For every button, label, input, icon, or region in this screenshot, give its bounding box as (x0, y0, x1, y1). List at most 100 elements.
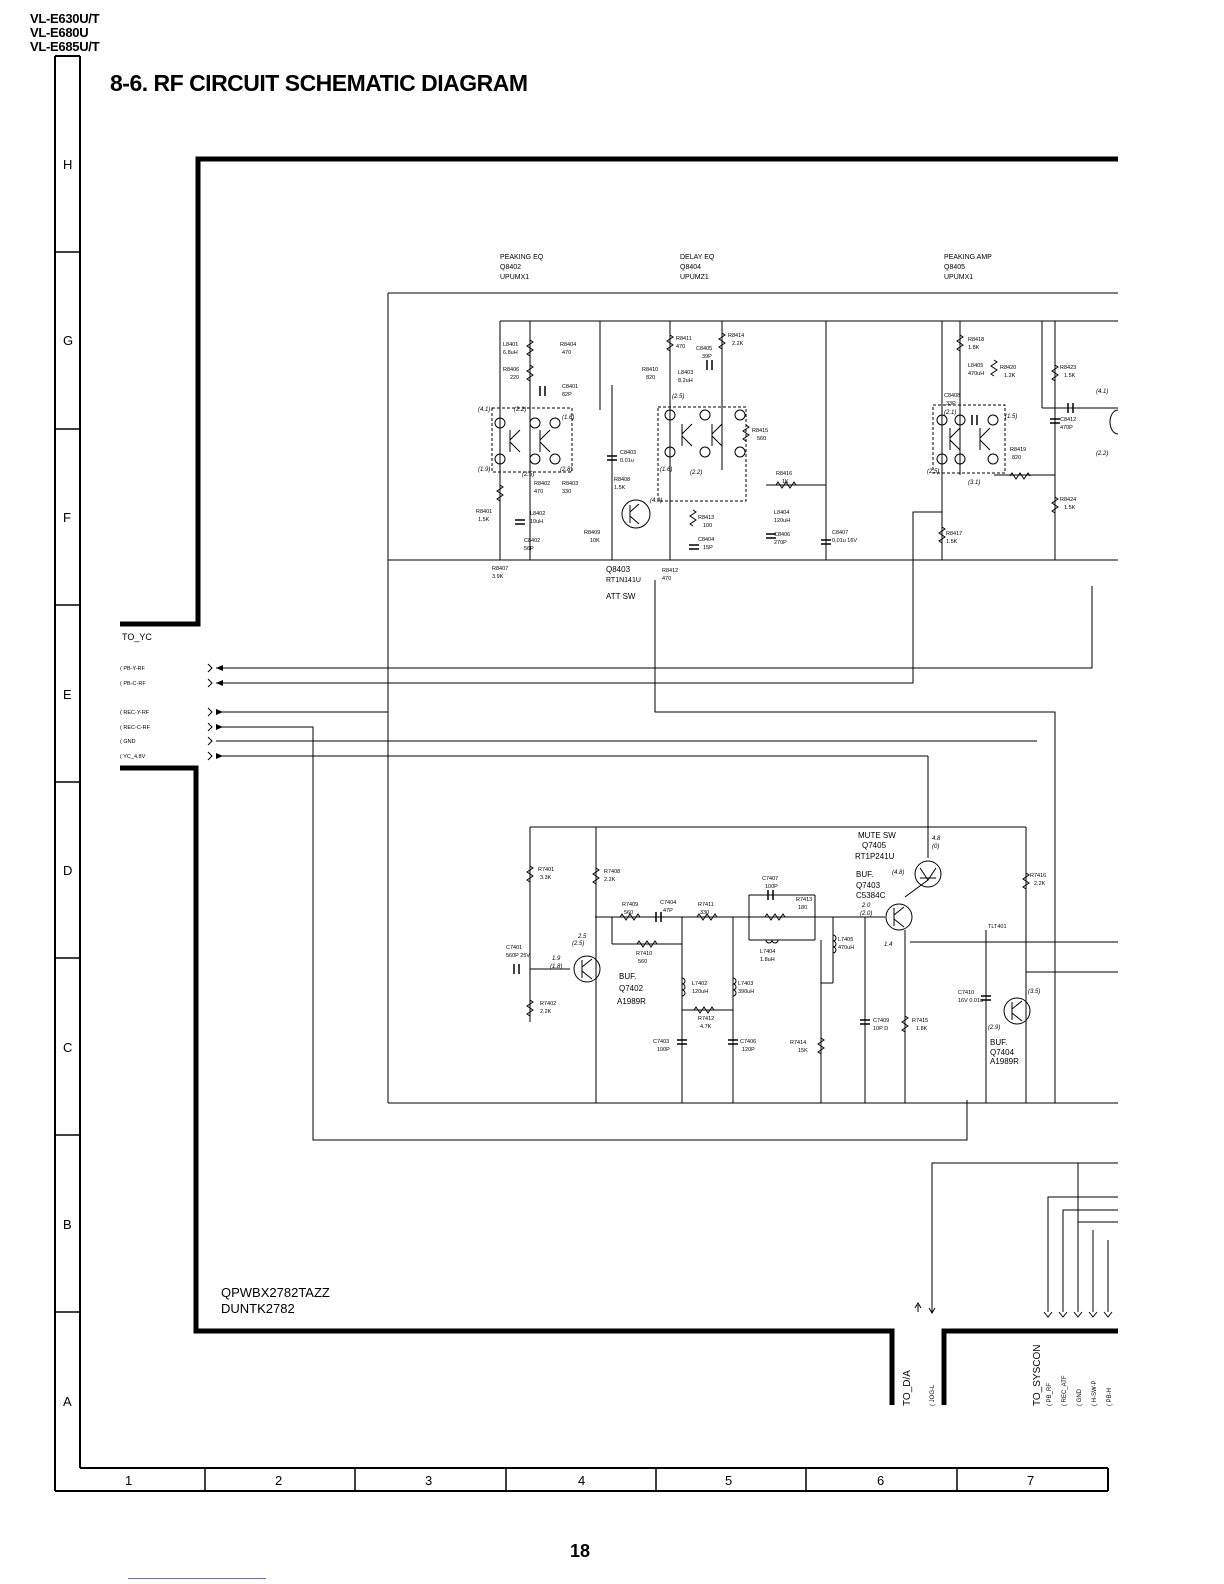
pin-rec-y-rf: ( REC-Y-RF (120, 710, 150, 716)
comp-val: 3.3K (540, 875, 552, 881)
comp-val: 2.2K (1034, 881, 1046, 887)
voltage-label: (2.2) (690, 470, 702, 476)
voltage-label: (2.5) (672, 394, 684, 400)
row-label-h: H (63, 157, 72, 172)
comp-val: 1.5K (1064, 505, 1076, 511)
comp-ref: R8402 (534, 481, 550, 487)
comp-ref: L8402 (530, 511, 545, 517)
syscon-pin-pb-rf: ( PB_RF (1047, 1383, 1053, 1406)
comp-ref: R7402 (540, 1001, 556, 1007)
voltage-label: (2.2) (514, 407, 526, 413)
comp-ref: R7412 (698, 1016, 714, 1022)
voltage-label: (4.1) (1096, 389, 1108, 395)
row-label-f: F (63, 510, 71, 525)
comp-ref: C7404 (660, 900, 676, 906)
upper-circuit (387, 292, 1119, 1103)
voltage-label: (2.2) (1096, 451, 1108, 457)
comp-val: 120uH (774, 518, 790, 524)
comp-val: 470 (562, 350, 571, 356)
block-peaking-eq-part: UPUMX1 (500, 274, 529, 281)
comp-ref: R8424 (1060, 497, 1076, 503)
comp-val: 100 (703, 523, 712, 529)
comp-val: 1.5K (946, 539, 958, 545)
voltage-label: (1.6) (660, 467, 672, 473)
comp-val: 2.2K (540, 1009, 552, 1015)
board-part-number: QPWBX2782TAZZ (221, 1285, 330, 1300)
comp-val: 470uH (838, 945, 854, 951)
col-label-1: 1 (125, 1473, 132, 1488)
row-dividers (55, 251, 80, 1313)
comp-val: 10uH (530, 519, 543, 525)
comp-ref: C8402 (524, 538, 540, 544)
comp-ref: R8403 (562, 481, 578, 487)
block-peaking-amp-part: UPUMX1 (944, 274, 973, 281)
comp-ref: C8407 (832, 530, 848, 536)
connector-to-yc: TO_YC ( PB-Y-RF ( PB-C-RF ( REC-Y-RF ( R… (120, 511, 1093, 1141)
comp-ref: R7409 (622, 902, 638, 908)
voltage-label: (2.0) (860, 911, 872, 917)
comp-val: 4.7K (700, 1024, 712, 1030)
comp-ref: R7401 (538, 867, 554, 873)
comp-val: 100P (765, 884, 778, 890)
model-1: VL-E630U/T (30, 11, 100, 26)
row-label-g: G (63, 333, 73, 348)
comp-val: 2.2K (604, 877, 616, 883)
comp-val: 10K (590, 538, 600, 544)
comp-ref: R8418 (968, 337, 984, 343)
voltage-label: (2.1) (944, 410, 956, 416)
comp-val: 1.8K (968, 345, 980, 351)
pin-gnd: ( GND (120, 739, 136, 745)
comp-val: 0.01u 16V (832, 538, 857, 544)
voltage-label: (4.1) (478, 407, 490, 413)
page-number: 18 (570, 1541, 591, 1561)
comp-val: 220 (510, 375, 519, 381)
comp-val: 560P 25V (506, 953, 530, 959)
comp-ref: R8416 (776, 471, 792, 477)
transistor-q7403 (885, 903, 913, 931)
comp-ref: C7407 (762, 876, 778, 882)
board-unit-number: DUNTK2782 (221, 1301, 295, 1316)
comp-ref: R8411 (676, 336, 692, 342)
comp-ref: R8414 (728, 333, 744, 339)
comp-ref: R8417 (946, 531, 962, 537)
comp-ref: R7415 (912, 1018, 928, 1024)
comp-val: 1.5K (1064, 373, 1076, 379)
syscon-pin-pb-h: ( PB-H (1107, 1388, 1113, 1406)
comp-val: 560 (624, 910, 633, 916)
comp-val: 820 (1012, 455, 1021, 461)
to-syscon-label: TO_SYSCON (1032, 1345, 1043, 1407)
voltage-label: (4.8) (892, 870, 904, 876)
q7403-ref: Q7403 (856, 881, 881, 890)
pin-pb-c-rf: ( PB-C-RF (120, 681, 146, 687)
q7402-part: A1989R (617, 997, 646, 1006)
comp-val: 120P (742, 1047, 755, 1053)
comp-val: 39P (702, 354, 712, 360)
comp-ref: R8401 (476, 509, 492, 515)
block-peaking-eq-ref: Q8402 (500, 264, 521, 271)
voltage-label: 2.5 (577, 934, 587, 940)
voltage-label: (2.5) (572, 941, 584, 947)
voltage-label: 1.9 (552, 956, 561, 962)
row-label-a: A (63, 1394, 72, 1409)
comp-val: 100P (657, 1047, 670, 1053)
comp-ref: R8420 (1000, 365, 1016, 371)
comp-val: 560 (757, 436, 766, 442)
comp-ref: R7414 (790, 1040, 806, 1046)
q8403-func: ATT SW (606, 592, 636, 601)
comp-val: 15P (703, 545, 713, 551)
comp-val: 3.9K (492, 574, 504, 580)
pin-yc-4-8v: ( YC_4.8V (120, 754, 146, 760)
comp-ref: R8412 (662, 568, 678, 574)
voltage-label: (1.8) (550, 964, 562, 970)
block-peaking-eq-name: PEAKING EQ (500, 254, 544, 261)
comp-ref: C7409 (873, 1018, 889, 1024)
comp-ref: C8408 (944, 393, 960, 399)
comp-ref: R7410 (636, 951, 652, 957)
comp-val: 33P (946, 401, 956, 407)
voltage-label: (3.5) (1028, 989, 1040, 995)
comp-ref: L8401 (503, 342, 518, 348)
page-title: 8-6. RF CIRCUIT SCHEMATIC DIAGRAM (110, 70, 528, 96)
comp-ref: R8406 (503, 367, 519, 373)
footer-rule (128, 1578, 266, 1579)
